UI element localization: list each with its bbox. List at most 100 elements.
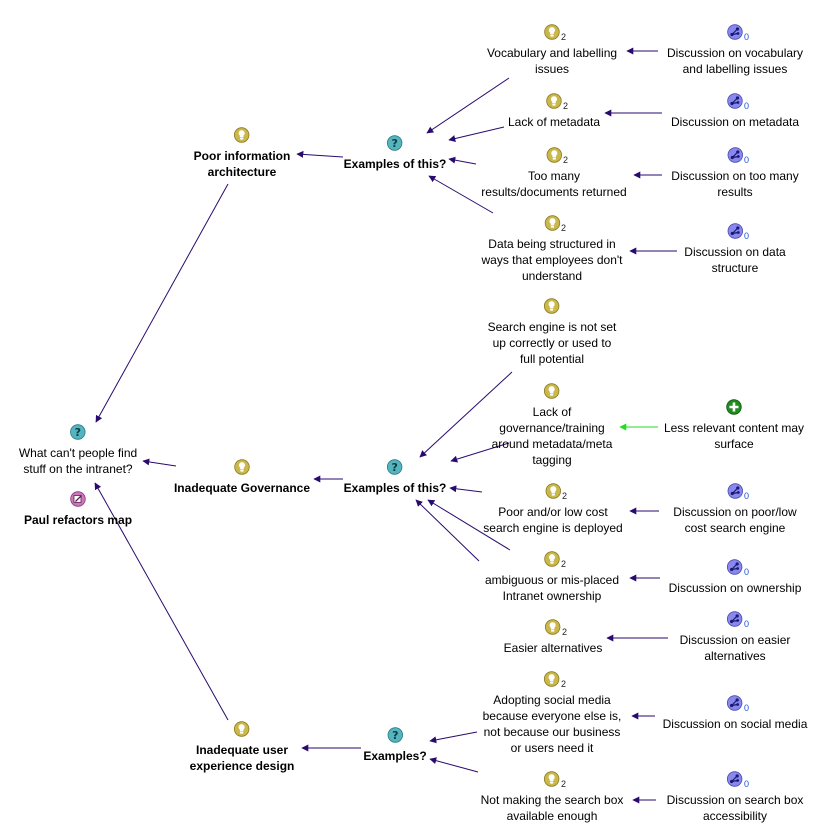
idea-icon[interactable] bbox=[234, 459, 250, 475]
link-arrow[interactable] bbox=[429, 731, 478, 744]
link-arrow[interactable] bbox=[448, 156, 477, 165]
link-arrow[interactable] bbox=[95, 183, 229, 423]
reference-icon[interactable]: 0 bbox=[727, 223, 749, 241]
reference-icon[interactable]: 0 bbox=[727, 611, 749, 629]
idea-icon[interactable]: 2 bbox=[544, 551, 566, 569]
link-arrow[interactable] bbox=[296, 150, 344, 158]
idea-icon[interactable]: 2 bbox=[544, 771, 566, 789]
node-label: Inadequate user bbox=[195, 743, 289, 757]
link-arrow[interactable] bbox=[426, 77, 510, 134]
node-label: Intranet ownership bbox=[502, 589, 602, 603]
reference-icon[interactable]: 0 bbox=[727, 771, 749, 789]
child-count: 0 bbox=[744, 491, 750, 501]
idea-icon[interactable] bbox=[234, 127, 250, 143]
idea-icon[interactable]: 2 bbox=[544, 671, 566, 689]
link-arrow[interactable] bbox=[419, 371, 513, 458]
idea-icon[interactable]: 2 bbox=[546, 93, 568, 111]
child-count: 0 bbox=[743, 231, 750, 241]
reference-icon[interactable]: 0 bbox=[727, 559, 749, 577]
map-node[interactable]: Paul refactors map bbox=[24, 491, 132, 528]
node-label: Discussion on too many bbox=[671, 169, 799, 183]
node-label: stuff on the intranet? bbox=[23, 462, 133, 476]
link-arrow[interactable] bbox=[94, 482, 229, 721]
svg-text:?: ? bbox=[392, 137, 398, 150]
child-count: 0 bbox=[744, 619, 750, 629]
link-arrow[interactable] bbox=[450, 442, 510, 463]
question-icon[interactable]: ? bbox=[387, 459, 403, 475]
idea-icon[interactable] bbox=[544, 383, 560, 399]
reference-icon[interactable]: 0 bbox=[727, 24, 749, 42]
link-arrow[interactable] bbox=[415, 499, 480, 562]
question-icon[interactable]: ? bbox=[387, 727, 403, 743]
reference-icon[interactable]: 0 bbox=[727, 483, 749, 501]
child-count: 0 bbox=[743, 703, 750, 713]
examples-question-node[interactable]: ? Examples of this? bbox=[343, 459, 447, 496]
child-count: 2 bbox=[561, 559, 567, 569]
pro-icon[interactable] bbox=[726, 399, 742, 415]
child-count: 2 bbox=[562, 627, 568, 637]
child-count: 0 bbox=[743, 779, 750, 789]
link-arrow[interactable] bbox=[142, 458, 177, 467]
question-icon[interactable]: ? bbox=[387, 135, 403, 151]
idea-icon[interactable]: 2 bbox=[545, 619, 567, 637]
child-count: 0 bbox=[744, 155, 750, 165]
reference-icon[interactable]: 0 bbox=[727, 695, 749, 713]
node-label: search engine is deployed bbox=[483, 521, 623, 535]
reference-icon[interactable]: 0 bbox=[727, 93, 749, 111]
node-label: structure bbox=[711, 261, 759, 275]
question-icon[interactable]: ? bbox=[70, 424, 86, 440]
idea-icon[interactable]: 2 bbox=[545, 483, 567, 501]
examples-question-node[interactable]: ?Examples? bbox=[363, 727, 427, 764]
node-label: tagging bbox=[532, 453, 572, 467]
node-label: up correctly or used to bbox=[492, 336, 612, 350]
idea-icon[interactable] bbox=[234, 721, 250, 737]
reference-icon[interactable]: 0 bbox=[727, 147, 749, 165]
node-label: available enough bbox=[506, 809, 598, 823]
idea-icon[interactable] bbox=[544, 298, 560, 314]
node-label: issues bbox=[534, 62, 570, 76]
node-label: Lack of metadata bbox=[507, 115, 601, 129]
node-label: Easier alternatives bbox=[503, 641, 603, 655]
map-icon[interactable] bbox=[70, 491, 86, 507]
link-arrow[interactable] bbox=[428, 175, 494, 214]
node-label: Discussion on poor/low bbox=[673, 505, 797, 519]
node-label: Discussion on metadata bbox=[670, 115, 800, 129]
child-count: 2 bbox=[563, 155, 569, 165]
idea-icon[interactable]: 2 bbox=[546, 147, 568, 165]
link-arrow[interactable] bbox=[429, 757, 479, 773]
examples-question-node[interactable]: ?Examples of this? bbox=[344, 135, 446, 172]
link-arrow[interactable] bbox=[427, 499, 511, 551]
node-label: Vocabulary and labelling bbox=[486, 46, 618, 60]
node-label: Discussion on easier bbox=[679, 633, 791, 647]
idea-icon[interactable]: 2 bbox=[544, 215, 566, 233]
link-arrow[interactable] bbox=[448, 126, 505, 142]
idea-icon[interactable]: 2 bbox=[544, 24, 566, 42]
branch-node[interactable]: Inadequate Governance bbox=[174, 459, 310, 496]
link-arrow[interactable] bbox=[449, 485, 483, 493]
node-label: Examples of this? bbox=[343, 481, 447, 495]
